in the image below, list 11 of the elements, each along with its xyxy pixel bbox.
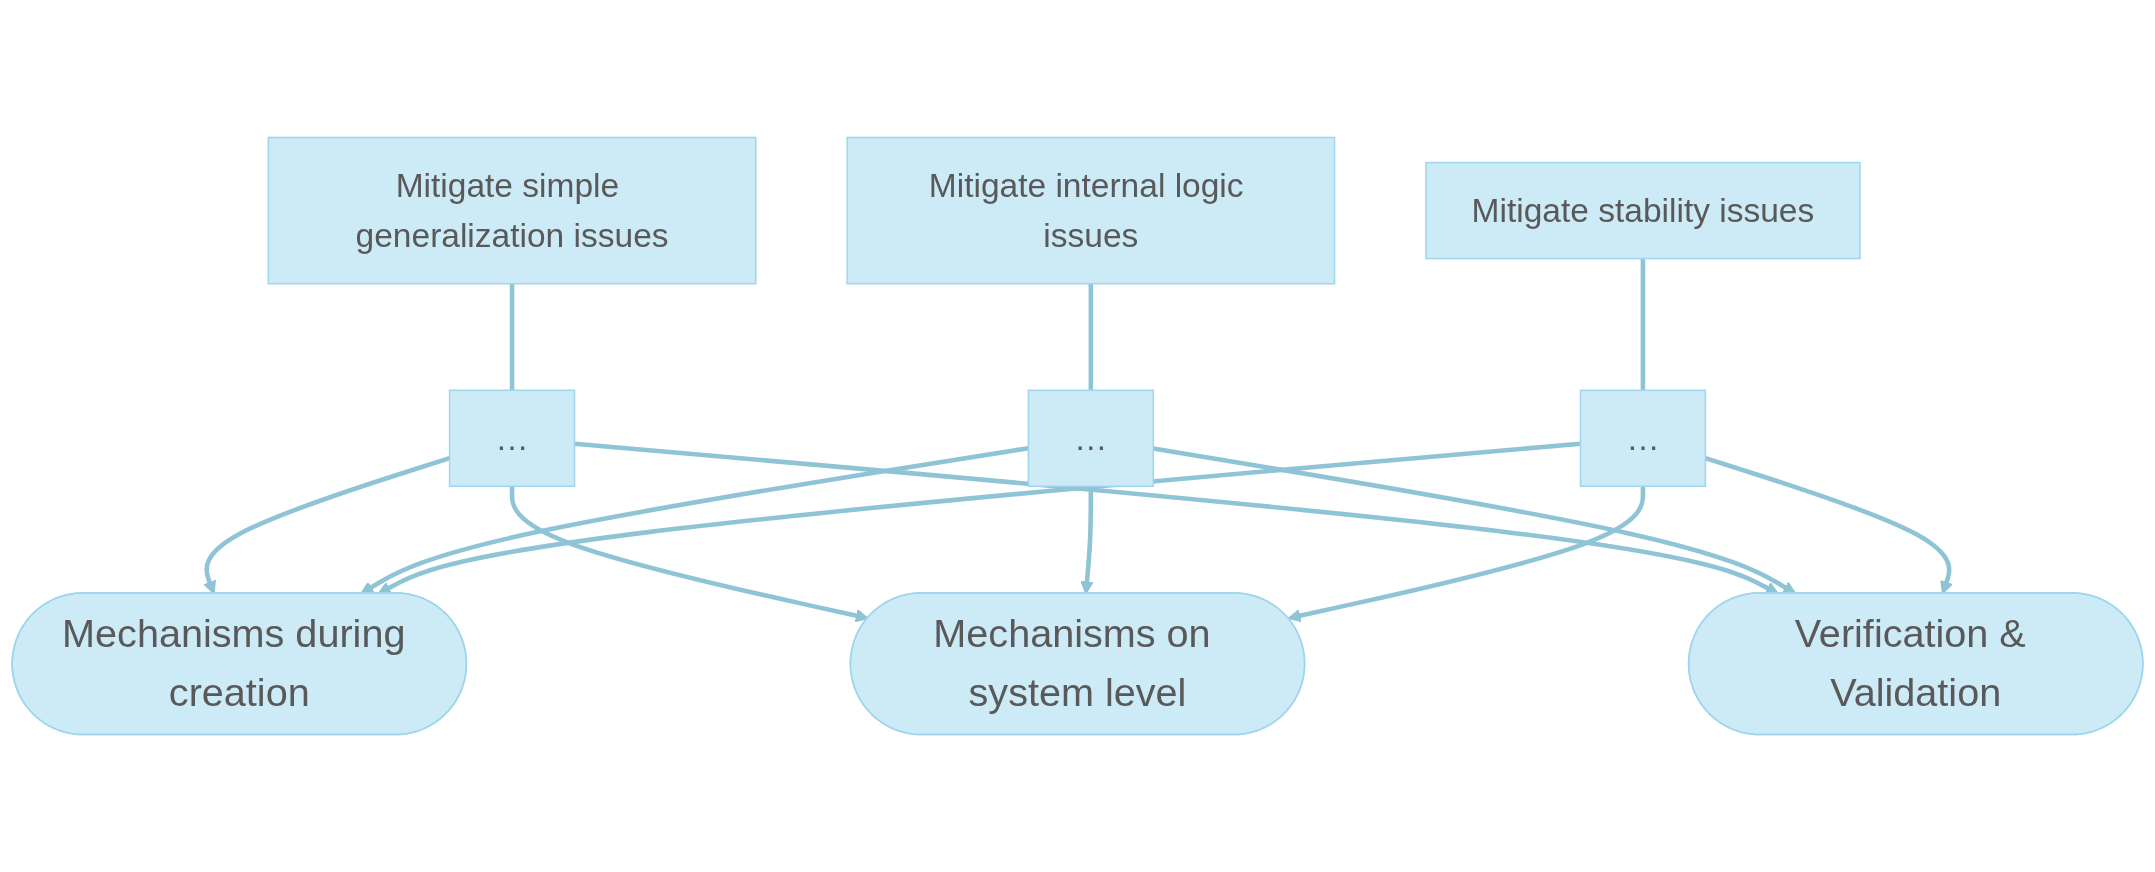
node-box: … [1579, 389, 1707, 487]
node-box: … [448, 389, 576, 487]
node-box: Mitigate stability issues [1425, 161, 1861, 260]
connector [509, 283, 515, 391]
arrow [509, 486, 869, 623]
node-box: Mitigate internal logic issues [846, 136, 1336, 285]
connector [1640, 258, 1646, 391]
arrow [1287, 486, 1646, 623]
node-box: … [1027, 389, 1155, 487]
node-box: Mitigate simple generalization issues [267, 136, 757, 285]
connector [1088, 283, 1094, 391]
